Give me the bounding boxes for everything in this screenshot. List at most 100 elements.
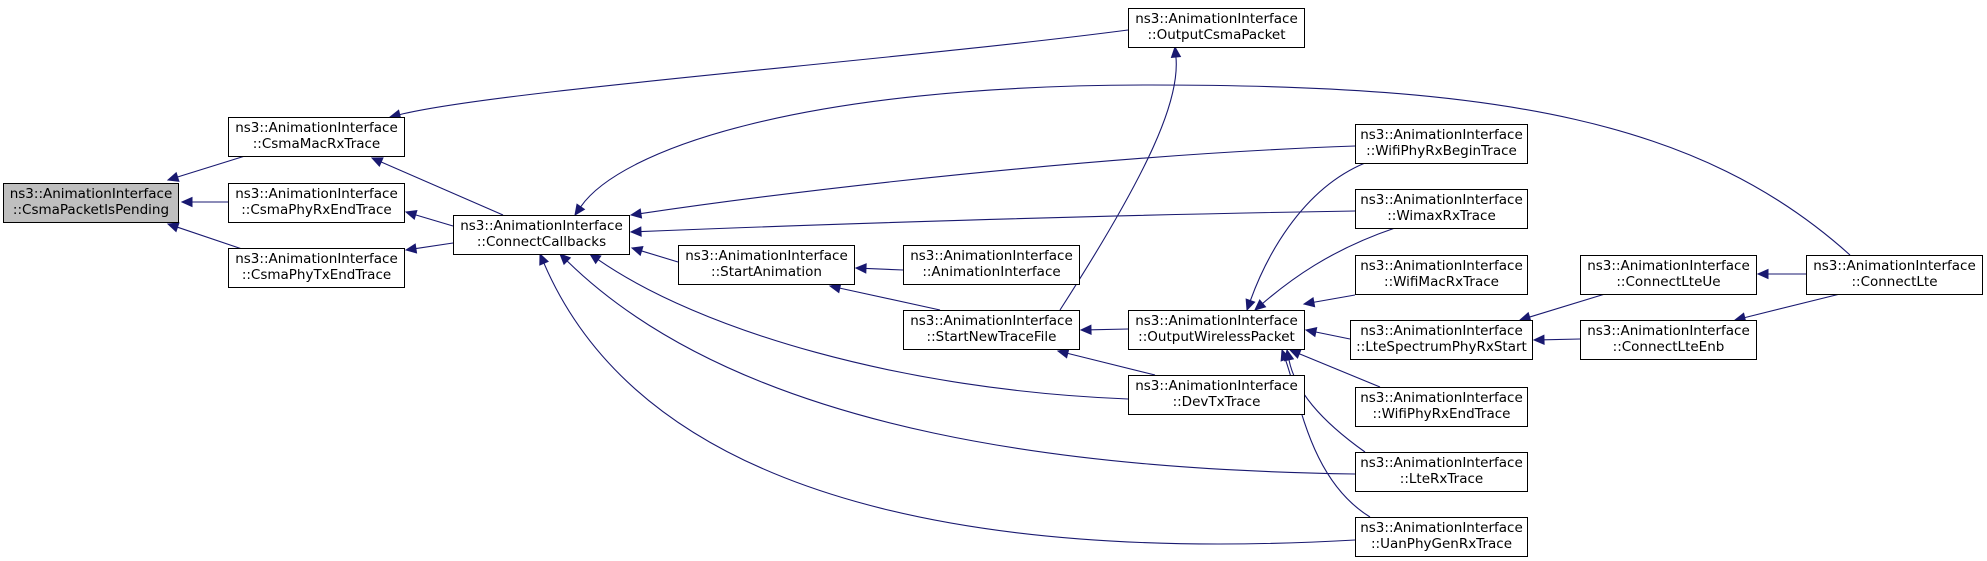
edge-n4-n2 xyxy=(404,209,454,227)
node-namespace-label: ns3::AnimationInterface xyxy=(1587,258,1750,274)
edge-line xyxy=(1090,328,1129,331)
edge-n12-n4 xyxy=(629,210,1356,237)
arrowhead xyxy=(1756,268,1769,280)
node-uanphygenrxtrace[interactable]: ns3::AnimationInterface::UanPhyGenRxTrac… xyxy=(1355,517,1528,557)
node-csmaphyrxendtrace[interactable]: ns3::AnimationInterface::CsmaPhyRxEndTra… xyxy=(228,183,405,223)
edge-n20-n4 xyxy=(574,84,1851,256)
node-wifiphyrxendtrace[interactable]: ns3::AnimationInterface::WifiPhyRxEndTra… xyxy=(1355,387,1528,427)
nodes-layer: ns3::AnimationInterface::CsmaPacketIsPen… xyxy=(3,8,1983,557)
node-startanimation[interactable]: ns3::AnimationInterface::StartAnimation xyxy=(678,245,855,285)
node-box xyxy=(1355,387,1528,427)
arrowhead xyxy=(1079,324,1092,336)
edge-line xyxy=(543,262,1356,545)
node-method-label: ::ConnectLte xyxy=(1851,274,1937,290)
node-namespace-label: ns3::AnimationInterface xyxy=(1135,378,1298,394)
arrowhead xyxy=(1304,326,1318,338)
node-connectcallbacks[interactable]: ns3::AnimationInterface::ConnectCallback… xyxy=(453,215,630,255)
node-ltespectrumphyrxstart[interactable]: ns3::AnimationInterface::LteSpectrumPhyR… xyxy=(1350,320,1533,360)
node-box xyxy=(903,245,1080,285)
node-startnewtracefile[interactable]: ns3::AnimationInterface::StartNewTraceFi… xyxy=(903,310,1080,350)
edge-line xyxy=(1059,56,1177,311)
edge-n11-n4 xyxy=(629,145,1356,219)
node-method-label: ::CsmaPhyTxEndTrace xyxy=(242,267,391,283)
edge-n7-n8 xyxy=(1059,45,1182,311)
node-method-label: ::ConnectLteEnb xyxy=(1613,339,1725,355)
node-wifimacrxtrace[interactable]: ns3::AnimationInterface::WifiMacRxTrace xyxy=(1355,255,1528,295)
node-box xyxy=(1128,375,1305,415)
edge-n5-n4 xyxy=(630,246,679,263)
edges-layer xyxy=(166,29,1851,545)
arrowhead xyxy=(1532,334,1545,346)
edge-line xyxy=(1288,359,1366,453)
node-box xyxy=(903,310,1080,350)
edge-n16-n4 xyxy=(559,253,1356,475)
arrowhead xyxy=(1280,348,1291,362)
node-method-label: ::ConnectCallbacks xyxy=(477,234,606,250)
edge-line xyxy=(1299,353,1381,388)
node-lterxtrace[interactable]: ns3::AnimationInterface::LteRxTrace xyxy=(1355,452,1528,492)
edge-line xyxy=(1313,294,1356,303)
node-box xyxy=(1806,255,1983,295)
node-box xyxy=(1355,452,1528,492)
node-namespace-label: ns3::AnimationInterface xyxy=(910,313,1073,329)
edge-n7-n5 xyxy=(828,283,941,311)
node-animationinterface[interactable]: ns3::AnimationInterface::AnimationInterf… xyxy=(903,245,1080,285)
node-namespace-label: ns3::AnimationInterface xyxy=(910,248,1073,264)
node-csmamacrxtrace[interactable]: ns3::AnimationInterface::CsmaMacRxTrace xyxy=(228,117,405,157)
node-box xyxy=(1128,310,1305,350)
edge-line xyxy=(566,260,1356,475)
edge-n17-n4 xyxy=(539,252,1356,545)
arrowhead xyxy=(404,209,418,221)
arrowhead xyxy=(629,208,643,219)
node-connectlte[interactable]: ns3::AnimationInterface::ConnectLte xyxy=(1806,255,1983,295)
node-namespace-label: ns3::AnimationInterface xyxy=(235,120,398,136)
node-box xyxy=(1580,320,1757,360)
edge-n12-n9 xyxy=(1254,227,1396,311)
node-csmapacketispending: ns3::AnimationInterface::CsmaPacketIsPen… xyxy=(3,183,179,223)
node-namespace-label: ns3::AnimationInterface xyxy=(460,218,623,234)
edge-n6-n5 xyxy=(854,263,904,274)
node-method-label: ::OutputWirelessPacket xyxy=(1138,329,1295,345)
edge-n8-n1 xyxy=(388,29,1129,120)
node-namespace-label: ns3::AnimationInterface xyxy=(1360,323,1523,339)
node-namespace-label: ns3::AnimationInterface xyxy=(235,186,398,202)
edge-n20-n18 xyxy=(1756,268,1806,280)
node-method-label: ::LteRxTrace xyxy=(1400,471,1483,487)
node-namespace-label: ns3::AnimationInterface xyxy=(1813,258,1976,274)
edge-line xyxy=(839,287,941,311)
node-csmaphytxendtrace[interactable]: ns3::AnimationInterface::CsmaPhyTxEndTra… xyxy=(228,248,405,288)
node-wimaxrxtrace[interactable]: ns3::AnimationInterface::WimaxRxTrace xyxy=(1355,189,1528,229)
node-box xyxy=(1128,8,1305,48)
node-method-label: ::CsmaMacRxTrace xyxy=(253,136,381,152)
edge-line xyxy=(1067,352,1156,376)
node-connectlteue[interactable]: ns3::AnimationInterface::ConnectLteUe xyxy=(1580,255,1757,295)
edge-n3-n0 xyxy=(166,222,246,251)
node-box xyxy=(1580,255,1757,295)
node-method-label: ::ConnectLteUe xyxy=(1616,274,1720,290)
edge-n20-n19 xyxy=(1733,293,1841,323)
edge-line xyxy=(177,155,246,178)
node-box xyxy=(228,117,405,157)
edge-n11-n9 xyxy=(1245,162,1366,312)
node-box xyxy=(1355,189,1528,229)
edge-line xyxy=(1744,293,1841,319)
node-method-label: ::AnimationInterface xyxy=(922,264,1060,280)
arrowhead xyxy=(166,171,180,182)
edge-line xyxy=(380,161,504,216)
arrowhead xyxy=(828,283,842,294)
edge-line xyxy=(1262,227,1396,304)
node-outputwirelesspacket[interactable]: ns3::AnimationInterface::OutputWirelessP… xyxy=(1128,310,1305,350)
edge-n4-n1 xyxy=(370,157,504,216)
arrowhead xyxy=(370,157,384,168)
node-box xyxy=(453,215,630,255)
node-connectlteenb[interactable]: ns3::AnimationInterface::ConnectLteEnb xyxy=(1580,320,1757,360)
node-devtxtrace[interactable]: ns3::AnimationInterface::DevTxTrace xyxy=(1128,375,1305,415)
edge-line xyxy=(580,84,1851,256)
edge-n1-n0 xyxy=(166,155,246,182)
node-box xyxy=(678,245,855,285)
node-outputcsmapacket[interactable]: ns3::AnimationInterface::OutputCsmaPacke… xyxy=(1128,8,1305,48)
node-method-label: ::UanPhyGenRxTrace xyxy=(1371,536,1512,552)
edge-line xyxy=(1249,162,1366,301)
node-wifiphyrxbegintrace[interactable]: ns3::AnimationInterface::WifiPhyRxBeginT… xyxy=(1355,124,1528,164)
